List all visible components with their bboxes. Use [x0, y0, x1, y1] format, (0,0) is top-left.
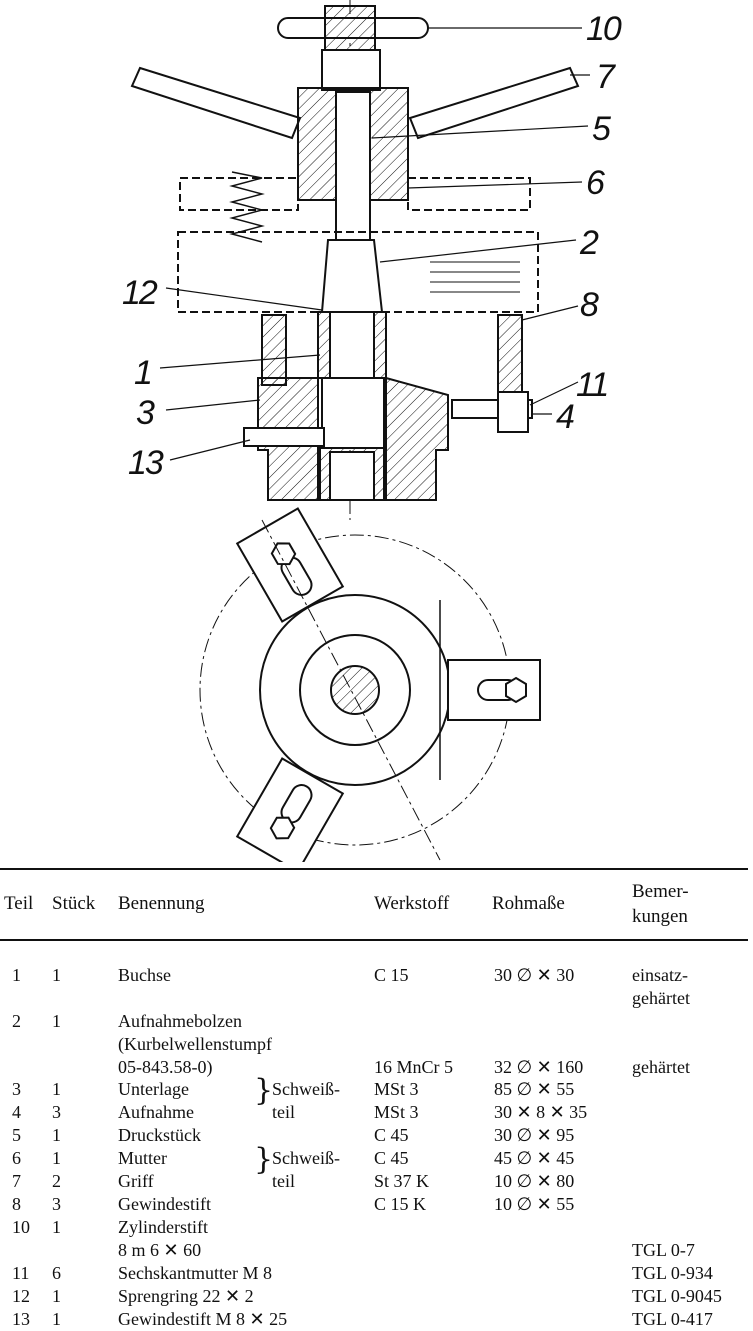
header-teil: Teil	[4, 893, 34, 914]
cell-benennung: Druckstück	[118, 1125, 201, 1145]
cell-stueck: 3	[52, 1102, 61, 1122]
cell-stueck: 1	[52, 1148, 61, 1168]
cell-teil: 8	[12, 1194, 21, 1214]
cell-stueck: 1	[52, 965, 61, 985]
cell-benennung: 05-843.58-0)	[118, 1057, 213, 1077]
cell-teil: 2	[12, 1011, 21, 1031]
cell-benennung: Sprengring 22 ✕ 2	[118, 1286, 254, 1306]
cell-benennung: Griff	[118, 1171, 154, 1191]
cell-rohmasse: 10 ∅ ✕ 80	[494, 1171, 575, 1191]
cell-benennung: Aufnahmebolzen	[118, 1011, 242, 1031]
header-bemerkungen-line1: Bemer-	[632, 881, 689, 902]
cell-teil: 13	[12, 1309, 30, 1329]
callout-2: 2	[579, 224, 599, 262]
cell-werkstoff: 16 MnCr 5	[374, 1057, 454, 1077]
cell-werkstoff: St 37 K	[374, 1171, 430, 1191]
callout-7: 7	[596, 58, 616, 96]
table-header-rule	[0, 939, 748, 941]
cell-bemerkung: TGL 0-417	[632, 1309, 713, 1329]
cell-teil: 4	[12, 1102, 21, 1122]
header-bemerkungen-line2: kungen	[632, 906, 688, 927]
cell-benennung: Sechskantmutter M 8	[118, 1263, 272, 1283]
callout-6: 6	[586, 164, 605, 202]
header-stueck: Stück	[52, 893, 96, 914]
cell-bemerkung: einsatz-	[632, 965, 688, 985]
sectional-view	[130, 0, 580, 520]
cell-benennung: Mutter	[118, 1148, 167, 1168]
cell-bemerkung: gehärtet	[632, 988, 690, 1008]
callout-5: 5	[592, 110, 611, 148]
cell-bemerkung: TGL 0-7	[632, 1240, 695, 1260]
cell-teil: 11	[12, 1263, 30, 1283]
cell-rohmasse: 45 ∅ ✕ 45	[494, 1148, 575, 1168]
callout-12: 12	[122, 274, 158, 312]
weld-group-label-line2: teil	[272, 1171, 295, 1191]
cell-teil: 10	[12, 1217, 30, 1237]
cell-stueck: 1	[52, 1286, 61, 1306]
cell-stueck: 1	[52, 1309, 61, 1329]
plan-view	[199, 507, 541, 862]
cell-benennung: Gewindestift M 8 ✕ 25	[118, 1309, 288, 1329]
cell-rohmasse: 30 ✕ 8 ✕ 35	[494, 1102, 588, 1122]
table-top-rule	[0, 868, 748, 870]
cell-werkstoff: MSt 3	[374, 1102, 419, 1122]
header-rohmasse: Rohmaße	[492, 893, 565, 914]
header-werkstoff: Werkstoff	[374, 893, 450, 914]
cell-rohmasse: 10 ∅ ✕ 55	[494, 1194, 575, 1214]
cell-stueck: 2	[52, 1171, 61, 1191]
brace-icon: }	[254, 1142, 274, 1177]
cell-bemerkung: gehärtet	[632, 1057, 690, 1077]
callout-8: 8	[580, 286, 599, 324]
cell-teil: 12	[12, 1286, 30, 1306]
cell-benennung: 8 m 6 ✕ 60	[118, 1240, 202, 1260]
cell-rohmasse: 30 ∅ ✕ 95	[494, 1125, 575, 1145]
weld-group-label-line2: teil	[272, 1102, 295, 1122]
cell-stueck: 3	[52, 1194, 61, 1214]
cell-werkstoff: C 15 K	[374, 1194, 427, 1214]
callout-3: 3	[136, 394, 155, 432]
cell-teil: 5	[12, 1125, 21, 1145]
cell-benennung: Aufnahme	[118, 1102, 194, 1122]
cell-benennung: Zylinderstift	[118, 1217, 208, 1237]
cell-teil: 6	[12, 1148, 21, 1168]
cell-teil: 7	[12, 1171, 21, 1191]
cell-bemerkung: TGL 0-934	[632, 1263, 713, 1283]
cell-teil: 1	[12, 965, 21, 985]
weld-group-label-line1: Schweiß-	[272, 1148, 340, 1168]
cell-stueck: 1	[52, 1011, 61, 1031]
cell-stueck: 1	[52, 1125, 61, 1145]
cell-bemerkung: TGL 0-9045	[632, 1286, 722, 1306]
cell-rohmasse: 32 ∅ ✕ 160	[494, 1057, 584, 1077]
callout-4: 4	[556, 398, 574, 436]
callout-11: 11	[576, 366, 607, 404]
cell-werkstoff: C 45	[374, 1125, 409, 1145]
cell-werkstoff: C 15	[374, 965, 409, 985]
cell-werkstoff: C 45	[374, 1148, 409, 1168]
callout-13: 13	[128, 444, 164, 482]
cell-benennung: Gewindestift	[118, 1194, 211, 1214]
cell-stueck: 1	[52, 1079, 61, 1099]
cell-werkstoff: MSt 3	[374, 1079, 419, 1099]
brace-icon: }	[254, 1073, 274, 1108]
cell-benennung: Buchse	[118, 965, 171, 985]
weld-group-label-line1: Schweiß-	[272, 1079, 340, 1099]
callout-labels: 10 7 5 6 2 12 8 1 11 3 4 13	[122, 10, 624, 482]
cell-stueck: 1	[52, 1217, 61, 1237]
cell-benennung: (Kurbelwellenstumpf	[118, 1034, 272, 1054]
cell-rohmasse: 85 ∅ ✕ 55	[494, 1079, 575, 1099]
cell-benennung: Unterlage	[118, 1079, 189, 1099]
callout-1: 1	[134, 354, 151, 392]
cell-stueck: 6	[52, 1263, 61, 1283]
technical-drawing: 10 7 5 6 2 12 8 1 11 3 4 13	[122, 0, 624, 862]
callout-10: 10	[586, 10, 622, 48]
header-benennung: Benennung	[118, 893, 205, 914]
cell-rohmasse: 30 ∅ ✕ 30	[494, 965, 575, 985]
leader-lines	[159, 27, 590, 461]
cell-teil: 3	[12, 1079, 21, 1099]
